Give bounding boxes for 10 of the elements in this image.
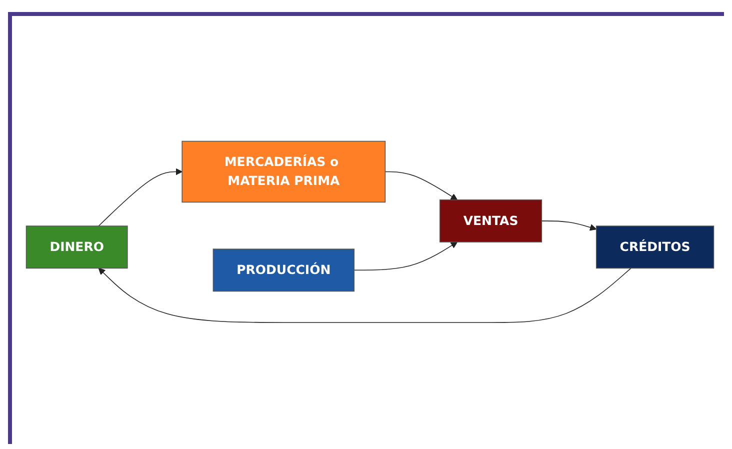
arrow bbox=[98, 168, 182, 226]
arrow bbox=[354, 241, 458, 270]
node-box: PRODUCCIÓN bbox=[212, 248, 354, 292]
node-box: DINERO bbox=[26, 225, 128, 268]
node-box: CRÉDITOS bbox=[596, 225, 714, 268]
node-box: VENTAS bbox=[440, 199, 542, 242]
arrow bbox=[98, 267, 632, 322]
arrow bbox=[541, 220, 597, 230]
arrow bbox=[384, 170, 458, 200]
node-box: MERCADERÍAS o MATERIA PRIMA bbox=[182, 140, 386, 202]
